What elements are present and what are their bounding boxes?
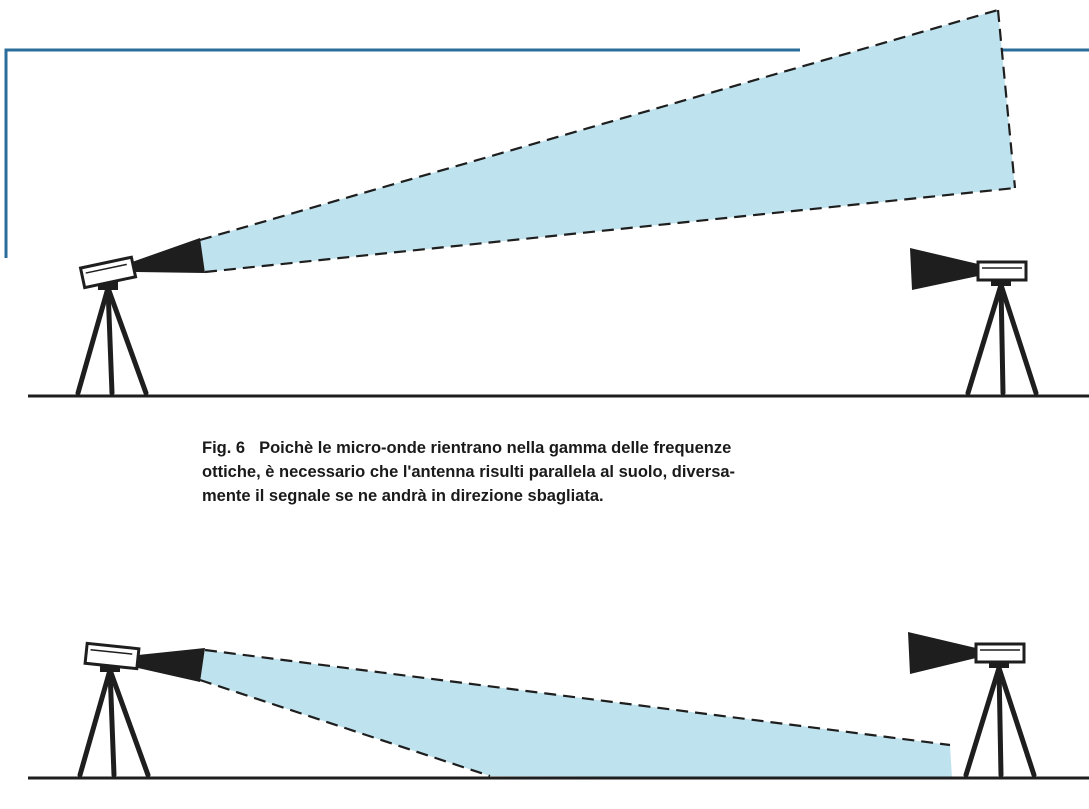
- tripod-head: [991, 278, 1011, 286]
- lower-left-antenna: [77, 641, 205, 778]
- antenna-box: [974, 642, 1026, 664]
- tripod-leg: [998, 282, 1006, 396]
- tripod-head: [100, 664, 120, 672]
- lower-beam-edges: [199, 648, 951, 778]
- antenna-box-detail: [90, 648, 133, 655]
- lower-beam-bottom-edge: [199, 678, 491, 778]
- tripod-leg: [105, 285, 149, 396]
- upper-left-antenna: [75, 238, 205, 396]
- antenna-box: [976, 260, 1028, 282]
- antenna-box-detail: [85, 263, 127, 274]
- upper-scene: [28, 8, 1089, 398]
- upper-right-tripod: [965, 282, 1039, 396]
- tripod-leg: [107, 667, 117, 778]
- lower-right-antenna: [908, 632, 1037, 778]
- tripod-leg: [105, 285, 115, 396]
- figure-caption: Fig. 6 Poichè le micro-onde rientrano nel…: [202, 436, 902, 508]
- lower-beam: [200, 650, 952, 778]
- tripod-leg: [996, 665, 1004, 778]
- frame-top-left: [4, 48, 800, 258]
- lower-left-tripod: [77, 667, 151, 778]
- caption-line-2: ottiche, è necessario che l'antenna risu…: [202, 463, 736, 481]
- figure-label: Fig. 6: [202, 439, 246, 457]
- upper-beam-bottom-edge: [204, 186, 1016, 274]
- antenna-box: [83, 641, 141, 671]
- upper-beam-end-edge: [996, 9, 1017, 189]
- tripod-leg: [107, 667, 151, 778]
- lower-scene: [28, 632, 1089, 780]
- tripod-head: [989, 660, 1009, 668]
- tripod-leg: [77, 667, 113, 778]
- upper-right-antenna: [910, 248, 1039, 396]
- tripod-leg: [996, 665, 1037, 778]
- figure-frame: [4, 48, 1089, 258]
- tripod-leg: [998, 282, 1039, 396]
- horn-antenna-icon: [908, 632, 976, 674]
- horn-antenna-icon: [138, 648, 205, 682]
- upper-beam-edges: [199, 8, 1017, 274]
- upper-beam: [200, 10, 1015, 272]
- caption-line-1: Poichè le micro-onde rientrano nella gam…: [259, 439, 732, 457]
- lower-beam-top-edge: [204, 648, 951, 747]
- upper-beam-top-edge: [199, 8, 999, 242]
- horn-antenna-icon: [910, 248, 978, 290]
- tripod-head: [98, 282, 118, 290]
- lower-right-tripod: [963, 665, 1037, 778]
- tripod-leg: [965, 282, 1004, 396]
- caption-line-3: mente il segnale se ne andrà in direzion…: [202, 487, 604, 505]
- upper-left-tripod: [75, 285, 149, 396]
- tripod-leg: [75, 285, 111, 396]
- horn-antenna-icon: [132, 238, 205, 273]
- tripod-leg: [963, 665, 1002, 778]
